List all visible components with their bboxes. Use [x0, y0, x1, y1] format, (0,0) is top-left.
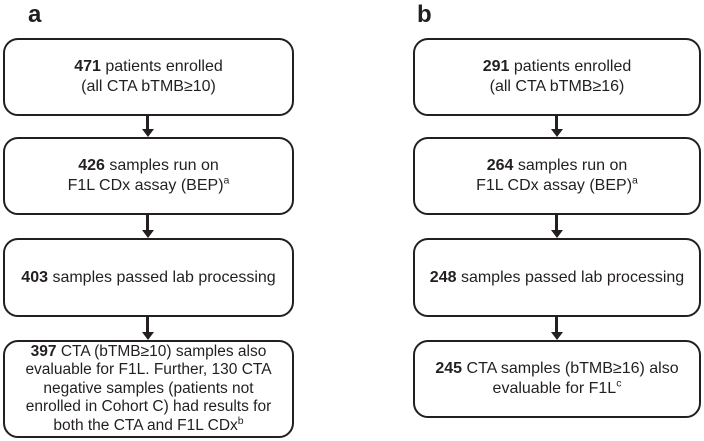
panel-b-label: b: [417, 1, 432, 28]
box-label: samples run on: [109, 157, 219, 174]
down-arrow: [550, 317, 563, 340]
footnote-marker: a: [223, 174, 230, 187]
box-line: 248 samples passed lab processing: [430, 268, 684, 288]
arrow-stem: [146, 116, 149, 129]
box-text: 245 CTA samples (bTMB≥16) also evaluable…: [431, 359, 682, 399]
box-label: CTA samples (bTMB≥16) also: [466, 360, 679, 377]
box-label: F1L CDx assay (BEP): [67, 177, 224, 194]
down-arrow: [141, 317, 154, 340]
down-arrow: [550, 116, 563, 137]
box-text: 426 samples run on F1L CDx assay (BEP)a: [64, 156, 234, 196]
count-value: 264: [486, 157, 514, 174]
arrow-stem: [555, 215, 558, 230]
count-value: 291: [482, 58, 510, 75]
flow-box-a-lab: 403 samples passed lab processing: [3, 238, 294, 317]
arrow-head: [550, 332, 563, 340]
box-label: patients enrolled: [105, 58, 223, 75]
flow-box-b-assay: 264 samples run on F1L CDx assay (BEP)a: [413, 137, 701, 215]
box-label: both the CTA and F1L CDx: [53, 416, 238, 434]
flow-box-b-enrolled: 291 patients enrolled (all CTA bTMB≥16): [413, 38, 701, 116]
box-text: 264 samples run on F1L CDx assay (BEP)a: [472, 156, 642, 196]
flow-box-a-enrolled: 471 patients enrolled (all CTA bTMB≥10): [3, 38, 294, 116]
flow-box-b-evaluable: 245 CTA samples (bTMB≥16) also evaluable…: [413, 340, 701, 418]
box-line: 291 patients enrolled: [483, 57, 632, 77]
count-value: 397: [30, 342, 57, 360]
box-line: negative samples (patients not: [43, 379, 254, 397]
box-text: 397 CTA (bTMB≥10) samples also evaluable…: [23, 343, 273, 436]
box-line: enrolled in Cohort C) had results for: [25, 398, 272, 416]
box-label: samples passed lab processing: [52, 268, 276, 286]
down-arrow: [550, 215, 563, 238]
box-text: 471 patients enrolled (all CTA bTMB≥10): [70, 57, 227, 97]
footnote-marker: c: [616, 377, 622, 390]
arrow-head: [550, 129, 563, 137]
count-value: 248: [429, 268, 457, 286]
box-line: F1L CDx assay (BEP)a: [67, 174, 230, 196]
down-arrow: [141, 116, 154, 137]
count-value: 403: [21, 268, 48, 286]
box-line: 264 samples run on: [476, 156, 638, 176]
box-line: (all CTA bTMB≥10): [81, 78, 216, 95]
box-text: 248 samples passed lab processing: [426, 268, 688, 288]
arrow-head: [141, 230, 154, 238]
arrow-stem: [555, 116, 558, 129]
footnote-marker: a: [632, 174, 638, 187]
box-label: patients enrolled: [513, 58, 632, 75]
down-arrow: [141, 215, 154, 238]
arrow-head: [141, 129, 154, 137]
flow-box-a-evaluable: 397 CTA (bTMB≥10) samples also evaluable…: [3, 340, 294, 438]
box-label: evaluable for F1L: [492, 380, 617, 397]
footnote-marker: b: [237, 414, 244, 427]
box-line: evaluable for F1Lc: [435, 377, 678, 399]
arrow-head: [141, 332, 154, 340]
arrow-stem: [146, 317, 149, 332]
arrow-stem: [555, 317, 558, 332]
flow-box-b-lab: 248 samples passed lab processing: [413, 238, 701, 317]
box-label: samples run on: [517, 157, 628, 174]
box-text: 291 patients enrolled (all CTA bTMB≥16): [479, 57, 636, 97]
box-line: 397 CTA (bTMB≥10) samples also: [25, 343, 271, 362]
arrow-stem: [146, 215, 149, 230]
flow-box-a-assay: 426 samples run on F1L CDx assay (BEP)a: [3, 137, 294, 215]
box-line: 471 patients enrolled: [74, 57, 223, 77]
box-line: 426 samples run on: [68, 156, 230, 176]
arrow-head: [550, 230, 563, 238]
box-text: 403 samples passed lab processing: [17, 268, 279, 288]
box-line: (all CTA bTMB≥16): [489, 78, 625, 95]
box-line: 245 CTA samples (bTMB≥16) also: [435, 359, 678, 379]
box-line: evaluable for F1L. Further, 130 CTA: [25, 361, 272, 379]
box-label: CTA (bTMB≥10) samples also: [60, 342, 267, 360]
count-value: 426: [78, 157, 105, 174]
box-label: samples passed lab processing: [460, 268, 685, 286]
box-line: both the CTA and F1L CDxb: [25, 414, 271, 436]
count-value: 245: [435, 360, 463, 377]
count-value: 471: [74, 58, 101, 75]
panel-a-label: a: [28, 1, 42, 28]
box-label: F1L CDx assay (BEP): [476, 177, 633, 194]
box-line: F1L CDx assay (BEP)a: [476, 174, 638, 196]
box-line: 403 samples passed lab processing: [21, 268, 275, 288]
